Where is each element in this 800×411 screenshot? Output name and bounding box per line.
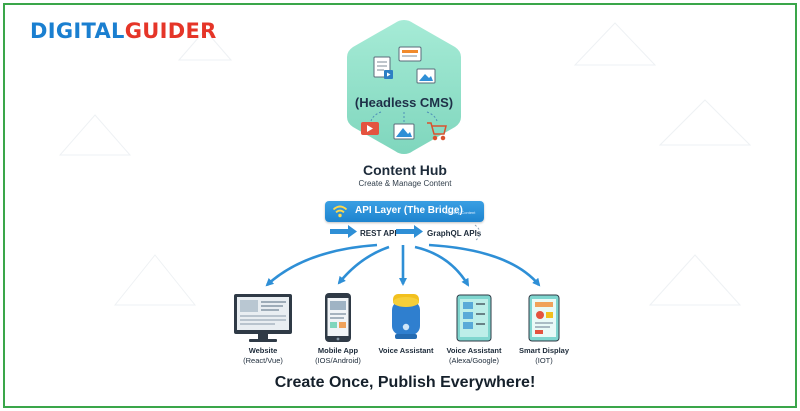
api-layer-caption: Delivery, Content [445, 210, 476, 215]
wifi-icon [332, 205, 348, 218]
api-layer-bar: API Layer (The Bridge) Delivery, Content [325, 201, 484, 222]
arrow-to-smart-display [428, 243, 541, 287]
hexagon-shape [347, 20, 461, 154]
device-label-website: Website (React/Vue) [243, 346, 283, 365]
brand-logo[interactable]: DIGITALGUIDER [30, 19, 217, 43]
tablet-icon [456, 294, 492, 342]
device-label-voice-assistant: Voice Assistant [378, 346, 434, 355]
document-icon [373, 56, 393, 79]
headless-cms-hexagon: (Headless CMS) [343, 17, 465, 157]
monitor-icon [234, 294, 292, 342]
text-card-icon [398, 46, 422, 62]
device-label-smart-display: Smart Display (IOT) [518, 346, 570, 365]
smartphone-icon [325, 293, 351, 342]
background-decoration [58, 22, 752, 306]
device-label-mobile-app: Mobile App (IOS/Android) [315, 346, 361, 365]
dashed-bracket [474, 224, 481, 242]
api-layer-label: API Layer (The Bridge) [355, 205, 463, 216]
infographic-frame: DIGITALGUIDER [3, 3, 797, 408]
content-hub-title: Content Hub [363, 162, 447, 178]
arrow-to-mobile [337, 245, 390, 285]
device-label-voice-assistant-alexa: Voice Assistant (Alexa/Google) [446, 346, 502, 365]
tagline: Create Once, Publish Everywhere! [274, 374, 536, 391]
graphql-arrow [396, 225, 423, 238]
smart-display-icon [528, 294, 560, 342]
graphql-api-label: GraphQL APIs [427, 229, 482, 238]
shopping-cart-icon [427, 122, 447, 141]
image-icon [416, 68, 436, 84]
arrow-to-website [265, 243, 378, 287]
distribution-arrows [234, 224, 560, 342]
image-icon [393, 123, 415, 140]
content-hub-subtitle: Create & Manage Content [358, 179, 452, 188]
rest-arrow [330, 225, 357, 238]
smart-speaker-icon [392, 294, 420, 339]
video-play-icon [361, 122, 379, 135]
arrow-to-tablet [414, 245, 470, 287]
rest-api-label: REST API [360, 229, 397, 238]
headless-cms-label: (Headless CMS) [354, 95, 454, 110]
